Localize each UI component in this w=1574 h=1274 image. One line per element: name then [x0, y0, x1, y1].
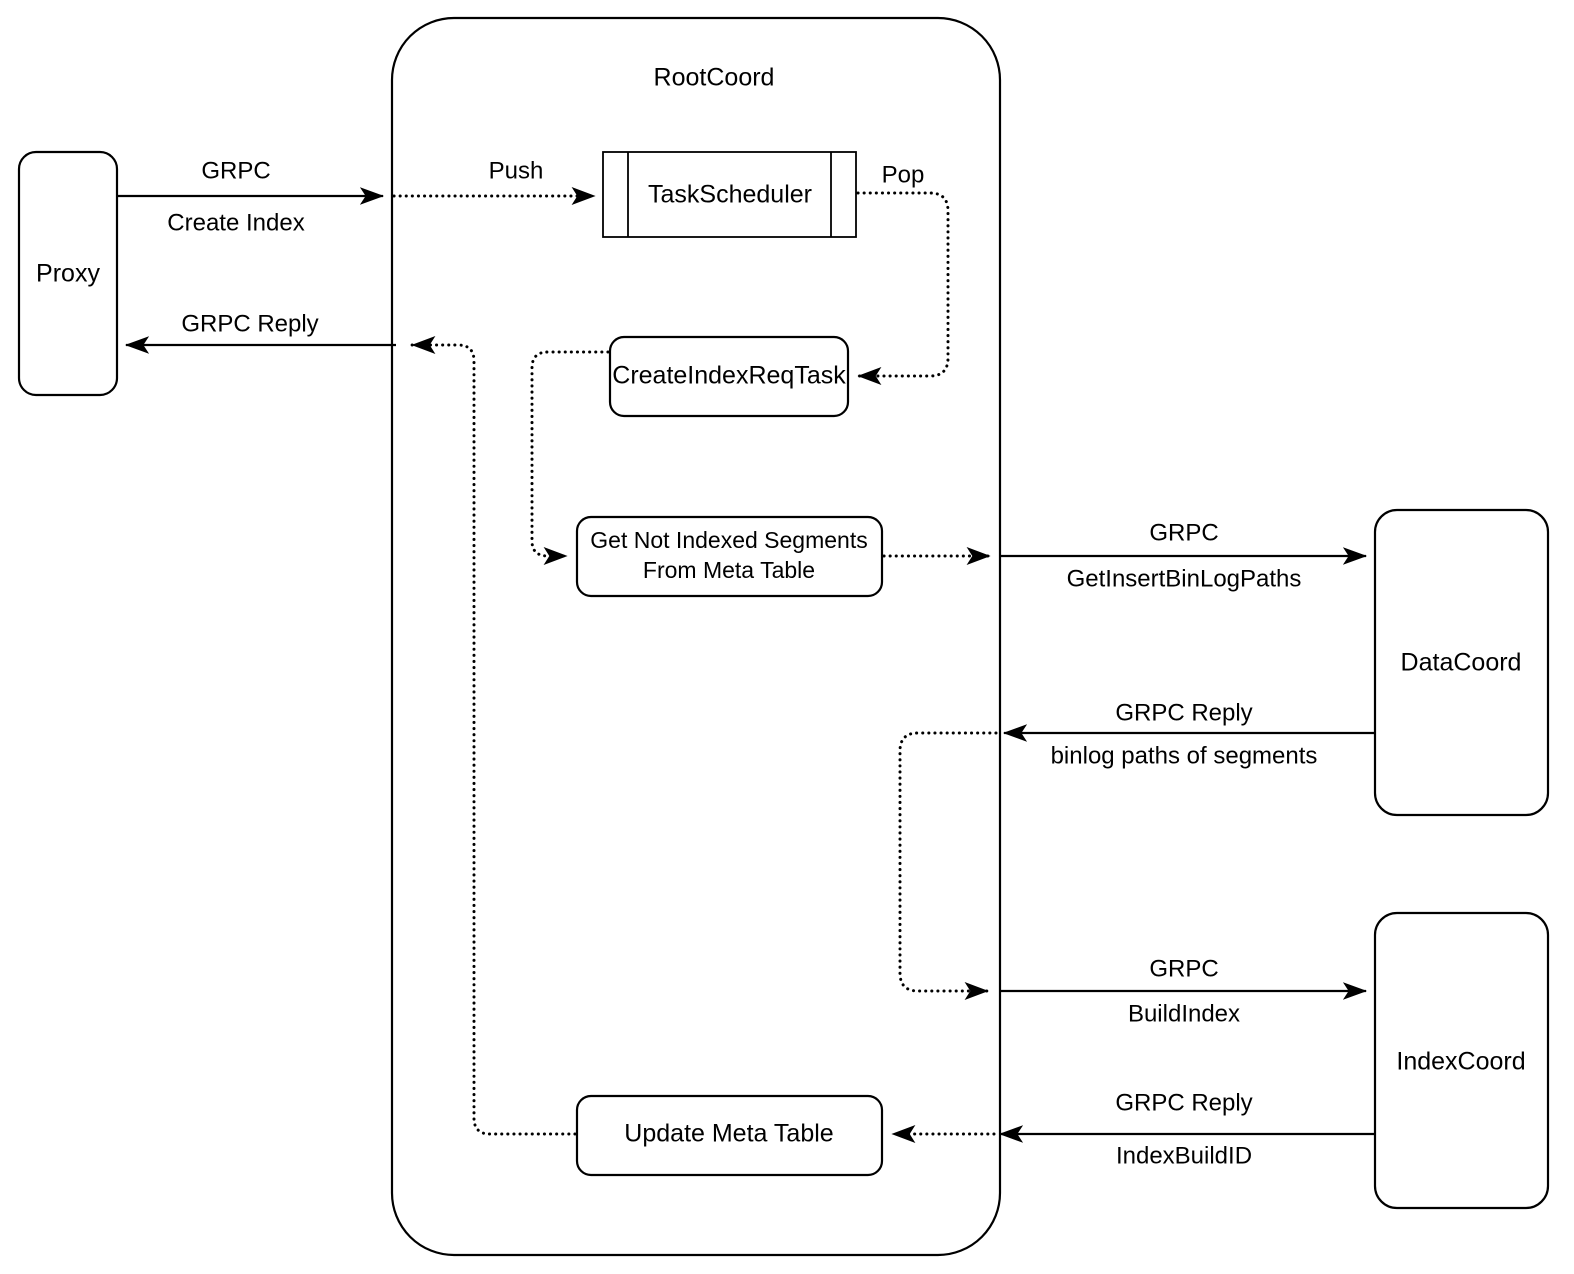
node-task-scheduler-label: TaskScheduler	[648, 181, 812, 209]
edge-rootcoord-to-datacoord-label-bottom: GetInsertBinLogPaths	[1067, 565, 1302, 592]
node-indexcoord[interactable]	[1373, 911, 1550, 1210]
edge-create-index-req-task-to-get-segments	[530, 350, 610, 565]
node-task-scheduler[interactable]	[602, 151, 857, 238]
edge-proxy-to-rootcoord-label-bottom: Create Index	[167, 209, 304, 236]
edge-datacoord-to-rootcoord-label-top: GRPC Reply	[1115, 699, 1252, 726]
node-proxy-label: Proxy	[36, 260, 100, 288]
edge-rootcoord-to-datacoord-label-top: GRPC	[1149, 519, 1218, 546]
edge-datacoord-to-rootcoord-label-bottom: binlog paths of segments	[1051, 742, 1318, 769]
node-datacoord[interactable]	[1373, 508, 1550, 817]
node-get-not-indexed-segments[interactable]	[575, 515, 884, 598]
node-create-index-req-task-label: CreateIndexReqTask	[612, 362, 846, 390]
edge-indexcoord-to-rootcoord-label-bottom: IndexBuildID	[1116, 1142, 1252, 1169]
node-indexcoord-label: IndexCoord	[1396, 1048, 1525, 1076]
node-get-not-indexed-segments-label-line1: Get Not Indexed Segments	[590, 527, 867, 553]
edge-rootcoord-to-indexcoord-label-bottom: BuildIndex	[1128, 1000, 1240, 1027]
edge-proxy-to-rootcoord-label-top: GRPC	[201, 157, 270, 184]
node-update-meta-table-label: Update Meta Table	[624, 1120, 833, 1148]
node-update-meta-table[interactable]	[575, 1094, 884, 1177]
edge-rootcoord-to-proxy-label-top: GRPC Reply	[181, 310, 318, 337]
node-proxy[interactable]	[17, 150, 119, 397]
edge-pop-to-create-index-req-task	[856, 191, 950, 385]
edge-update-meta-table-to-grpc-reply	[410, 336, 577, 1136]
edge-indexcoord-to-rootcoord-label-top: GRPC Reply	[1115, 1089, 1252, 1116]
node-create-index-req-task[interactable]	[608, 335, 850, 418]
edge-binlog-reply-to-build-index	[898, 731, 998, 1000]
edge-push-label: Push	[489, 157, 544, 184]
node-get-not-indexed-segments-label-line2: From Meta Table	[643, 557, 815, 583]
container-rootcoord-title: RootCoord	[654, 64, 775, 92]
node-datacoord-label: DataCoord	[1401, 649, 1522, 677]
edge-rootcoord-to-indexcoord-label-top: GRPC	[1149, 955, 1218, 982]
edge-pop-label: Pop	[882, 161, 925, 188]
container-rootcoord	[390, 16, 1002, 1257]
